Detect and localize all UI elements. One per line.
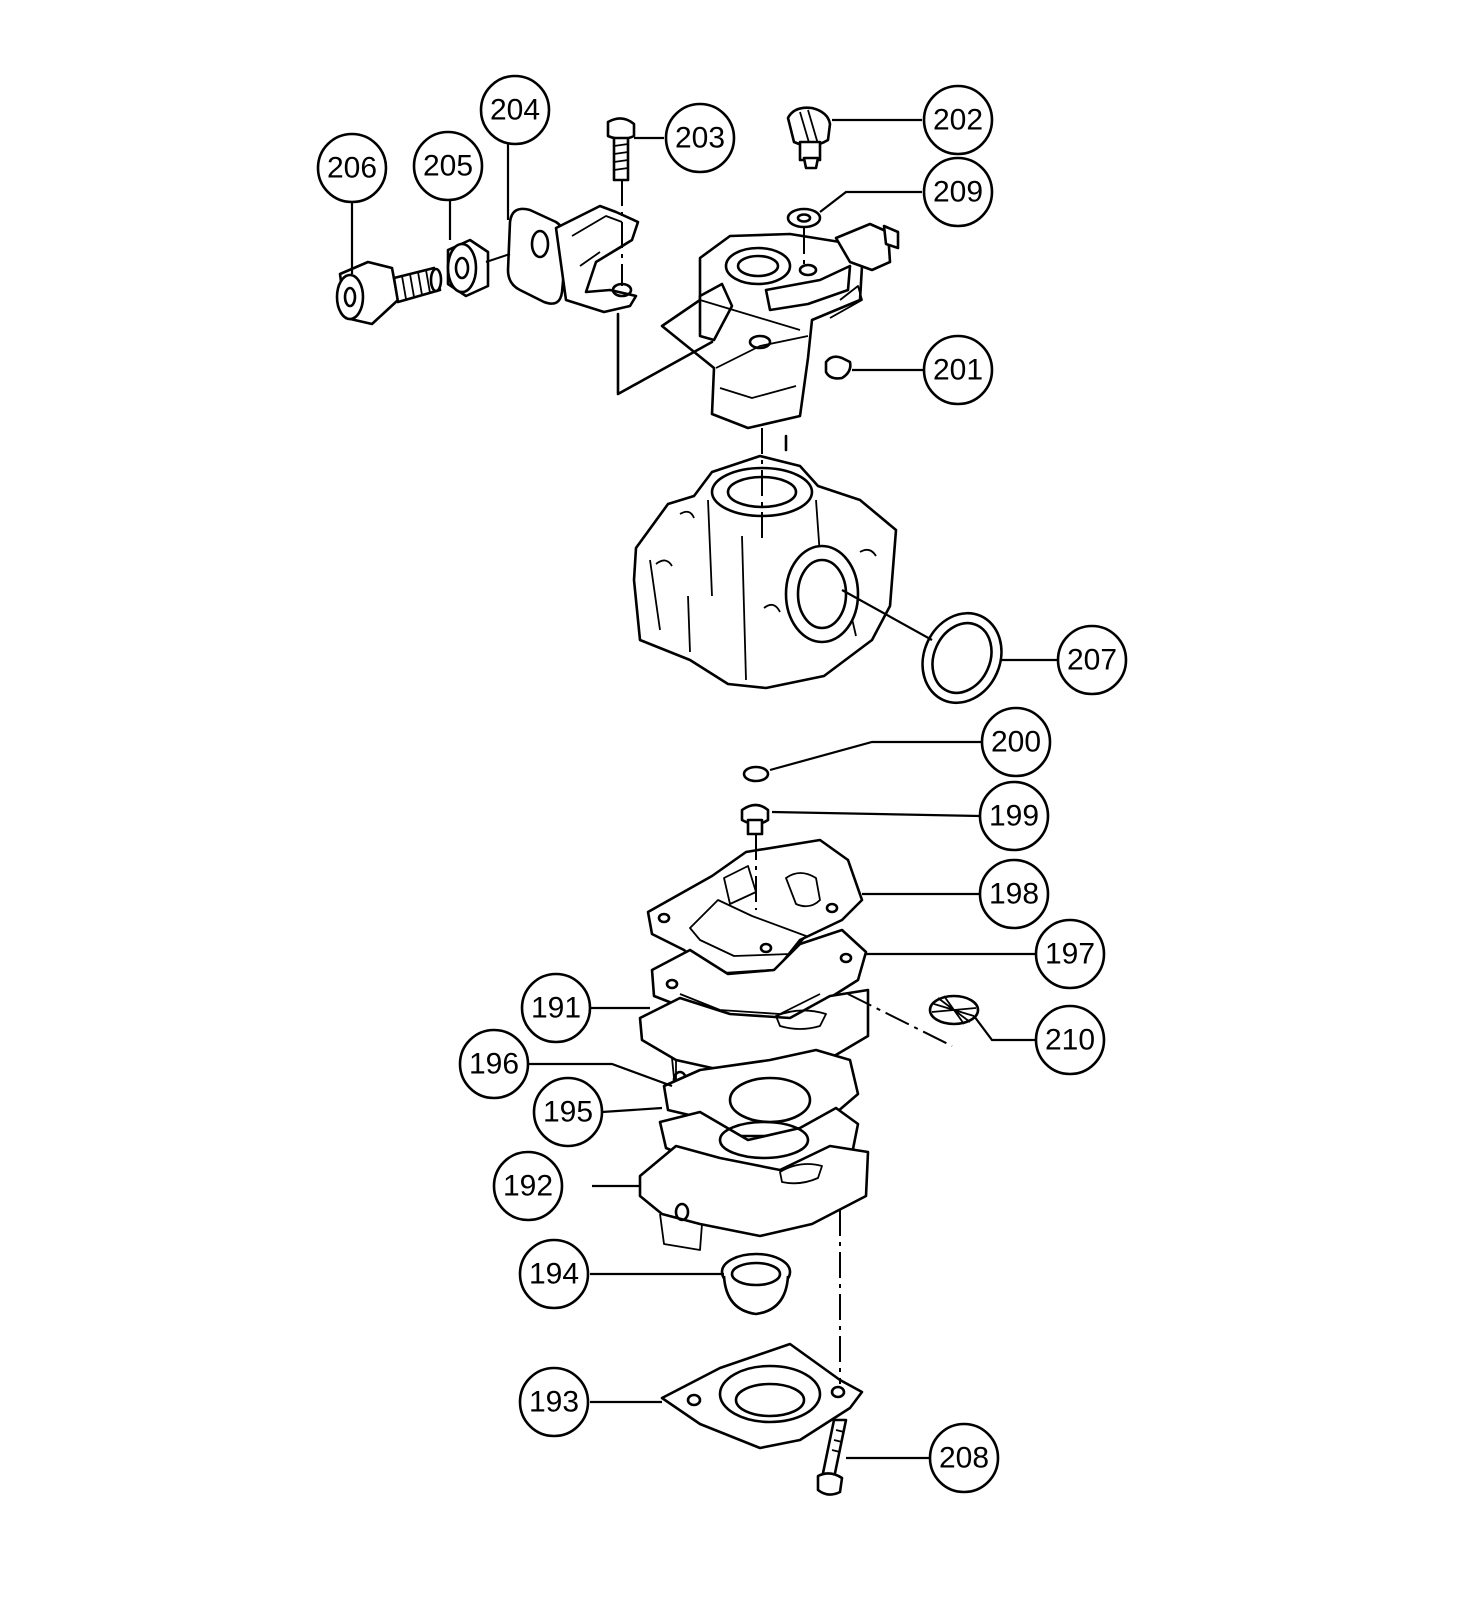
callout-label-202: 202 <box>933 104 983 137</box>
callout-label-204: 204 <box>490 94 540 127</box>
part-206-fitting <box>335 260 443 326</box>
callout-label-198: 198 <box>989 878 1039 911</box>
callout-193: 193 <box>518 1366 590 1438</box>
callout-label-208: 208 <box>939 1442 989 1475</box>
part-209-washer <box>786 207 822 229</box>
part-main-body <box>632 454 898 690</box>
callout-207: 207 <box>1056 624 1128 696</box>
callout-200: 200 <box>980 706 1052 778</box>
callout-label-194: 194 <box>529 1258 579 1291</box>
callout-label-195: 195 <box>543 1096 593 1129</box>
callout-202: 202 <box>922 84 994 156</box>
part-200-washer <box>742 765 770 783</box>
callout-label-207: 207 <box>1067 644 1117 677</box>
callout-208: 208 <box>928 1422 1000 1494</box>
callout-label-209: 209 <box>933 176 983 209</box>
part-199-plug <box>740 803 770 836</box>
callout-198: 198 <box>978 858 1050 930</box>
callout-205: 205 <box>412 130 484 202</box>
part-202-adjust-screw <box>786 106 832 170</box>
callout-192: 192 <box>492 1150 564 1222</box>
part-204-bracket <box>506 204 640 314</box>
callout-209: 209 <box>922 156 994 228</box>
part-throttle-body <box>660 222 900 430</box>
callout-191: 191 <box>520 972 592 1044</box>
callout-199: 199 <box>978 780 1050 852</box>
callout-label-191: 191 <box>531 992 581 1025</box>
callout-label-196: 196 <box>469 1048 519 1081</box>
assembly-lines <box>485 180 953 1384</box>
callout-194: 194 <box>518 1238 590 1310</box>
part-205-nut <box>446 238 490 298</box>
callout-195: 195 <box>532 1076 604 1148</box>
leader-lines <box>350 118 1058 1460</box>
callout-196: 196 <box>458 1028 530 1100</box>
part-203-screw <box>606 117 636 182</box>
part-192-lower-body <box>638 1144 870 1251</box>
part-207-seal <box>921 611 1003 705</box>
callout-206: 206 <box>316 132 388 204</box>
callout-label-197: 197 <box>1045 938 1095 971</box>
callout-label-192: 192 <box>503 1170 553 1203</box>
callout-210: 210 <box>1034 1004 1106 1076</box>
callout-label-206: 206 <box>327 152 377 185</box>
callout-201: 201 <box>922 334 994 406</box>
part-198-gasket <box>646 838 864 976</box>
callout-label-201: 201 <box>933 354 983 387</box>
part-193-cover <box>660 1342 864 1450</box>
part-210-screen <box>928 994 980 1026</box>
callout-label-205: 205 <box>423 150 473 183</box>
callout-label-200: 200 <box>991 726 1041 759</box>
part-208-screw <box>816 1418 848 1496</box>
callout-197: 197 <box>1034 918 1106 990</box>
callout-label-193: 193 <box>529 1386 579 1419</box>
callout-204: 204 <box>479 74 551 146</box>
callout-label-203: 203 <box>675 122 725 155</box>
callout-203: 203 <box>664 102 736 174</box>
part-201-clip <box>824 355 852 380</box>
part-194-cup <box>720 1252 792 1316</box>
callout-label-199: 199 <box>989 800 1039 833</box>
callout-label-210: 210 <box>1045 1024 1095 1057</box>
